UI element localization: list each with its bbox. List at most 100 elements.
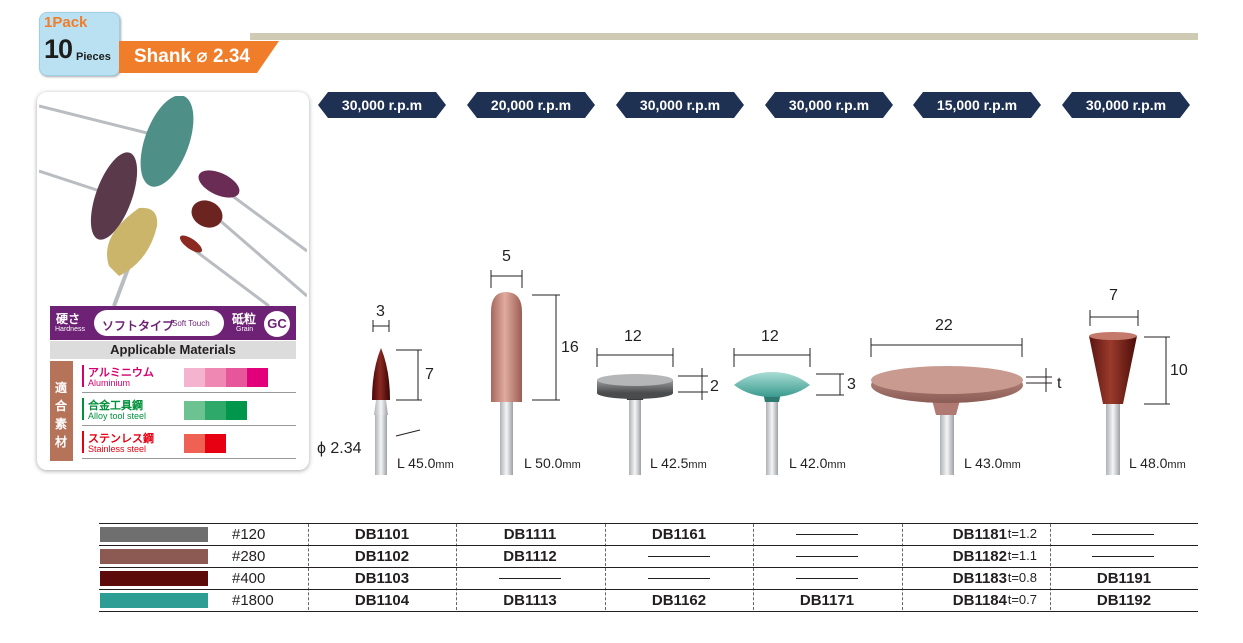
tool-2-length: L 50.0mm bbox=[524, 455, 581, 471]
material-name-jp: ステンレス鋼 bbox=[88, 433, 154, 445]
table-cell: DB1103 bbox=[354, 570, 410, 587]
table-cell-empty bbox=[796, 556, 858, 557]
grain-label-en: Grain bbox=[236, 326, 254, 333]
grit-label: #120 bbox=[232, 526, 266, 543]
tool-2-height: 16 bbox=[561, 339, 579, 356]
hardness-swatch bbox=[205, 434, 226, 453]
table-cell: DB1102 bbox=[354, 548, 410, 565]
pack-badge bbox=[39, 12, 120, 76]
hardness-swatch bbox=[226, 368, 247, 387]
materials-side-char: 素 bbox=[55, 417, 68, 431]
tool-1-height: 7 bbox=[425, 366, 434, 383]
rpm-tag: 30,000 r.p.m bbox=[318, 92, 446, 118]
table-cell: DB1184 bbox=[952, 592, 1007, 609]
header-rule bbox=[250, 33, 1198, 40]
table-cell: DB1161 bbox=[651, 526, 707, 543]
table-cell: DB1104 bbox=[354, 592, 410, 609]
table-row: #280 DB1102 DB1112 DB1182 t=1.1 bbox=[99, 546, 1198, 568]
table-cell: DB1191 bbox=[1096, 570, 1152, 587]
material-row-alloy-steel: 合金工具鋼 Alloy tool steel bbox=[82, 395, 296, 426]
rpm-tag: 30,000 r.p.m bbox=[1062, 92, 1190, 118]
tool-1-length: L 45.0mm bbox=[397, 455, 454, 471]
rpm-value: 30,000 r.p.m bbox=[341, 97, 423, 113]
grit-swatch bbox=[100, 527, 208, 542]
materials-title: Applicable Materials bbox=[50, 341, 296, 359]
table-cell-empty bbox=[499, 578, 561, 579]
hardness-label-en: Hardness bbox=[55, 326, 85, 333]
table-cell: DB1182 bbox=[952, 548, 1007, 565]
rpm-tag: 30,000 r.p.m bbox=[765, 92, 893, 118]
table-cell: DB1181 bbox=[952, 526, 1007, 543]
material-name-en: Stainless steel bbox=[88, 444, 147, 454]
thickness-note: t=0.8 bbox=[1007, 570, 1037, 585]
tool-6-width: 7 bbox=[1109, 287, 1118, 304]
rpm-tag: 15,000 r.p.m bbox=[913, 92, 1041, 118]
table-cell: DB1171 bbox=[799, 592, 855, 609]
pack-label: 1Pack bbox=[44, 14, 88, 31]
table-row: #400 DB1103 DB1183 t=0.8 DB1191 bbox=[99, 568, 1198, 590]
tool-2-width: 5 bbox=[502, 248, 511, 265]
table-cell-empty bbox=[648, 556, 710, 557]
hardness-value: ソフトタイプ bbox=[102, 319, 175, 333]
tool-5-width: 22 bbox=[935, 317, 953, 334]
materials-side-char: 適 bbox=[55, 381, 68, 395]
tool-6-length: L 48.0mm bbox=[1129, 455, 1186, 471]
grit-label: #280 bbox=[232, 548, 266, 565]
tool-1-shank-diameter: ϕ 2.34 bbox=[317, 440, 362, 457]
hardness-swatch bbox=[184, 368, 205, 387]
table-cell: DB1111 bbox=[503, 526, 557, 543]
hardness-swatch bbox=[184, 401, 205, 420]
grain-label: 砥粒 bbox=[232, 312, 257, 326]
rpm-tag: 30,000 r.p.m bbox=[616, 92, 744, 118]
hardness-swatch bbox=[205, 401, 226, 420]
hardness-label: 硬さ bbox=[56, 312, 81, 326]
thickness-note: t=1.2 bbox=[1007, 526, 1037, 541]
rpm-tag: 20,000 r.p.m bbox=[467, 92, 595, 118]
material-name-jp: アルミニウム bbox=[88, 367, 154, 379]
pack-unit: Pieces bbox=[76, 51, 111, 63]
table-cell: DB1192 bbox=[1096, 592, 1152, 609]
tool-1-width: 3 bbox=[376, 303, 385, 320]
materials-side-char: 材 bbox=[55, 435, 68, 449]
shank-label: Shank ⌀ 2.34 bbox=[134, 46, 250, 67]
materials-side-label: 適 合 素 材 bbox=[50, 361, 73, 461]
table-cell: DB1183 bbox=[952, 570, 1007, 587]
thickness-note: t=0.7 bbox=[1007, 592, 1037, 607]
hardness-swatch bbox=[205, 368, 226, 387]
grit-swatch bbox=[100, 571, 208, 586]
material-row-stainless: ステンレス鋼 Stainless steel bbox=[82, 428, 296, 459]
hardness-swatch bbox=[184, 434, 205, 453]
table-cell: DB1112 bbox=[503, 548, 557, 565]
pack-count: 10 bbox=[44, 34, 73, 64]
table-row: #1800 DB1104 DB1113 DB1162 DB1171 DB1184… bbox=[99, 590, 1198, 612]
table-cell-empty bbox=[796, 534, 858, 535]
material-name-en: Alloy tool steel bbox=[88, 411, 147, 421]
hardness-pill bbox=[94, 310, 224, 336]
grit-label: #400 bbox=[232, 570, 266, 587]
tool-5-thickness: t bbox=[1057, 375, 1062, 392]
materials-side-char: 合 bbox=[55, 399, 68, 413]
tool-5-length: L 43.0mm bbox=[964, 455, 1021, 471]
hardness-swatch bbox=[247, 368, 268, 387]
hardness-swatch bbox=[226, 401, 247, 420]
tool-6-height: 10 bbox=[1170, 362, 1188, 379]
material-tick bbox=[82, 431, 84, 453]
tool-3-width: 12 bbox=[624, 328, 642, 345]
rpm-value: 15,000 r.p.m bbox=[936, 97, 1018, 113]
tool-3-length: L 42.5mm bbox=[650, 455, 707, 471]
table-cell-empty bbox=[1092, 556, 1154, 557]
table-cell: DB1162 bbox=[651, 592, 707, 609]
material-row-aluminium: アルミニウム Aluminium bbox=[82, 362, 296, 393]
tool-4-height: 3 bbox=[847, 376, 856, 393]
grit-swatch bbox=[100, 593, 208, 608]
rpm-value: 20,000 r.p.m bbox=[490, 97, 572, 113]
table-cell-empty bbox=[796, 578, 858, 579]
grain-value: GC bbox=[264, 311, 290, 337]
material-name-en: Aluminium bbox=[88, 378, 131, 388]
material-tick bbox=[82, 365, 84, 387]
material-tick bbox=[82, 398, 84, 420]
table-cell-empty bbox=[1092, 534, 1154, 535]
table-cell: DB1113 bbox=[503, 592, 557, 609]
table-cell-empty bbox=[648, 578, 710, 579]
tool-4-width: 12 bbox=[761, 328, 779, 345]
